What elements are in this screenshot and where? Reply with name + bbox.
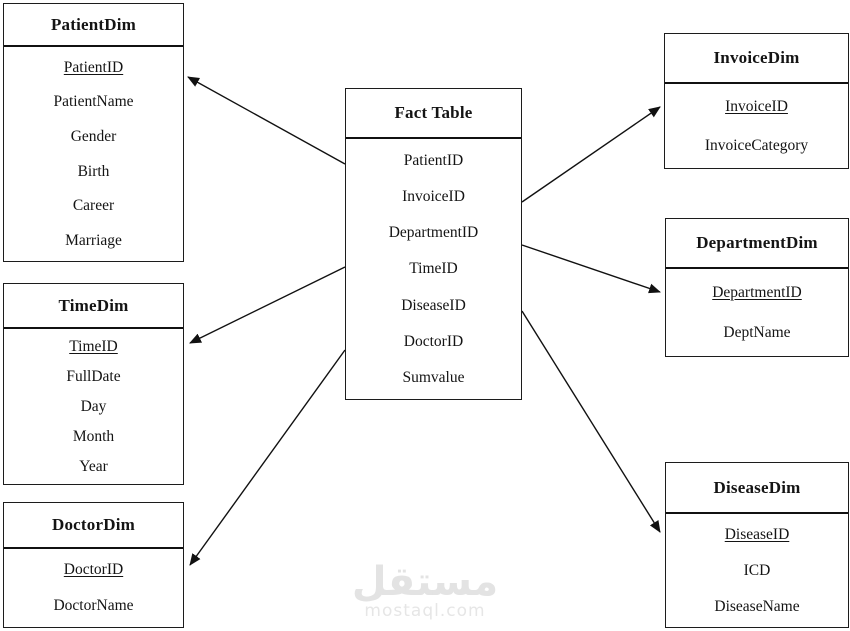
field-DoctorName: DoctorName [53,597,134,615]
arrow-fact-to-doctordim [189,349,346,566]
field-PatientID: PatientID [403,151,464,169]
table-title: InvoiceDim [665,34,848,84]
table-fields: DiseaseID ICD DiseaseName [666,514,848,627]
field-DiseaseID: DiseaseID [724,526,790,544]
table-fields: DoctorID DoctorName [4,549,183,627]
arrow-fact-to-timedim [189,266,346,344]
table-doctordim: DoctorDim DoctorID DoctorName [3,502,184,628]
watermark-logo: مستقل [351,559,499,605]
field-DoctorID: DoctorID [403,333,464,351]
table-title: DepartmentDim [666,219,848,269]
field-FullDate: FullDate [66,368,121,386]
field-DepartmentID: DepartmentID [388,224,479,242]
arrow-fact-to-diseasedim [521,310,661,533]
field-Career: Career [72,197,115,215]
field-Sumvalue: Sumvalue [402,369,465,387]
field-DepartmentID: DepartmentID [712,283,802,301]
field-Marriage: Marriage [65,232,122,250]
field-Year: Year [79,457,108,475]
arrow-fact-to-invoicedim [521,106,661,203]
field-Gender: Gender [70,128,117,146]
table-fields: DepartmentID DeptName [666,269,848,356]
field-PatientName: PatientName [53,93,134,111]
field-InvoiceID: InvoiceID [402,187,465,205]
field-Month: Month [72,427,115,445]
table-title: DoctorDim [4,503,183,549]
arrow-fact-to-departmentdim [521,244,661,294]
field-DeptName: DeptName [723,324,791,342]
field-DoctorID: DoctorID [63,561,124,579]
table-fact: Fact Table PatientID InvoiceID DepartmentI… [345,88,522,400]
field-PatientID: PatientID [63,58,124,76]
field-DiseaseName: DiseaseName [714,597,800,615]
table-title: PatientDim [4,4,183,47]
table-diseasedim: DiseaseDim DiseaseID ICD DiseaseName [665,462,849,628]
table-title: DiseaseDim [666,463,848,514]
field-InvoiceCategory: InvoiceCategory [704,136,809,154]
field-ICD: ICD [743,561,771,579]
table-invoicedim: InvoiceDim InvoiceID InvoiceCategory [664,33,849,169]
table-fields: InvoiceID InvoiceCategory [665,84,848,168]
field-TimeID: TimeID [69,338,118,356]
table-title: TimeDim [4,284,183,329]
table-departmentdim: DepartmentDim DepartmentID DeptName [665,218,849,357]
field-Day: Day [80,397,107,415]
arrow-fact-to-patientdim [187,76,346,165]
watermark-domain: mostaql.com [364,601,486,621]
field-InvoiceID: InvoiceID [725,97,788,115]
field-Birth: Birth [77,162,110,180]
table-fields: PatientID InvoiceID DepartmentID TimeID Dise… [346,139,521,399]
field-TimeID: TimeID [409,260,458,278]
field-DiseaseID: DiseaseID [401,296,466,314]
watermark: مستقل mostaql.com [350,562,500,620]
table-title: Fact Table [346,89,521,139]
